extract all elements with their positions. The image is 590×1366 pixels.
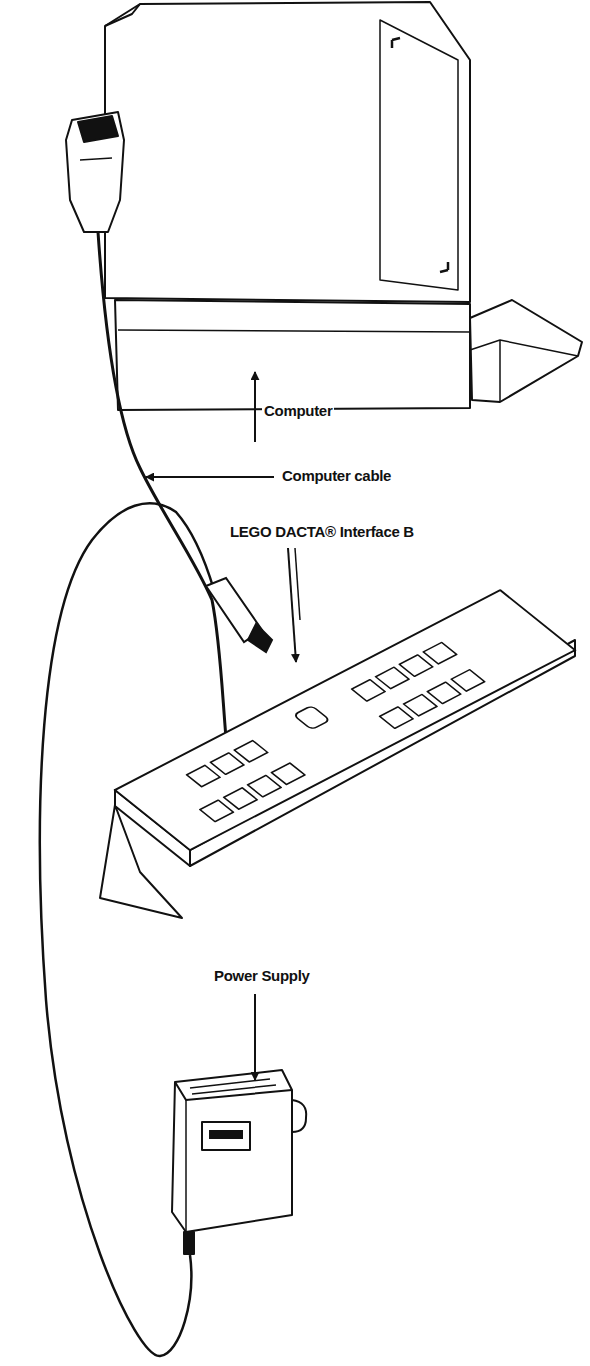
keyboard [470,300,582,402]
sticker-mark [209,1130,243,1139]
plug-body [66,112,124,232]
power-supply-sticker [202,1122,250,1150]
computer-drawing [105,2,582,410]
monitor-edge [105,4,140,26]
interface-drawing [100,590,575,918]
leader-arrow [146,476,274,478]
computer-cable-plug [66,112,124,232]
button [200,800,233,822]
power-plug [206,578,272,652]
button [376,667,409,689]
power-supply-drawing [172,1070,306,1254]
plug-edge [80,158,112,160]
button [399,655,432,677]
button [234,741,267,763]
leader-arrow [254,994,256,1080]
computer-base [115,300,470,410]
button [380,707,413,729]
button [187,765,220,787]
button [423,642,456,664]
button [293,705,330,729]
leader-arrow-line [295,548,300,620]
power-supply-prong [184,1232,194,1254]
part-label: Computer cable [280,468,393,485]
power-supply-ribs [190,1079,276,1094]
button [272,763,305,785]
part-label: LEGO DACTA® Interface B [228,524,416,541]
button [224,788,257,810]
plug-connector [78,116,118,142]
power-supply-clip [292,1100,306,1132]
button [427,682,460,704]
computer-cable [98,232,226,738]
button [352,680,385,702]
base-edge [118,330,470,332]
button [451,670,484,692]
monitor-screen-face [380,20,458,290]
leader-arrow [288,548,296,662]
keyboard-edge [499,340,501,402]
button [404,694,437,716]
monitor-body [105,2,470,302]
screen-corner-marks [392,38,448,272]
interface-top [115,590,575,850]
leader-arrow [254,372,256,442]
power-supply-edge [185,1100,187,1232]
keyboard-edge [470,340,578,356]
part-label: Power Supply [212,968,312,985]
power-supply-body [172,1070,292,1232]
button [211,753,244,775]
plug-tip [248,624,272,652]
interface-buttons [165,640,488,822]
part-label: Computer [262,403,334,420]
interface-top-face [115,590,575,850]
button [248,775,281,797]
